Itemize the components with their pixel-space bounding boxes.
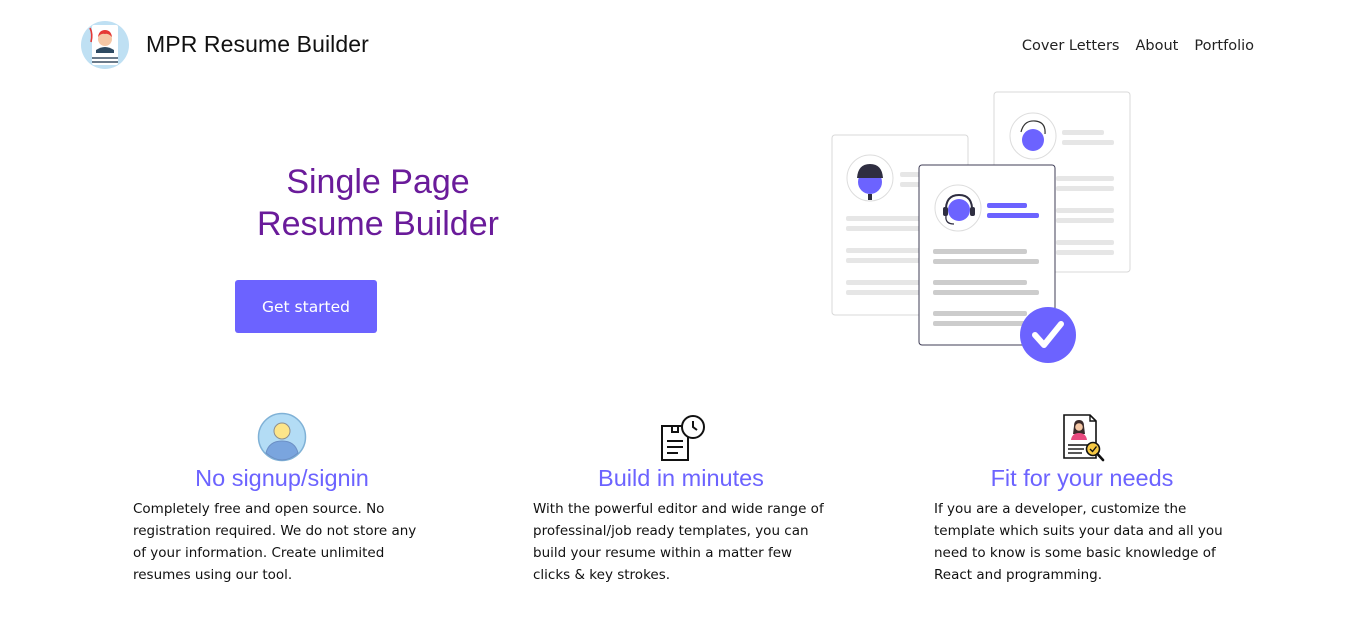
- brand-title[interactable]: MPR Resume Builder: [146, 31, 369, 57]
- resume-magnifier-icon: [1063, 414, 1105, 462]
- nav-link-cover-letters[interactable]: Cover Letters: [1021, 38, 1120, 54]
- resumes-illustration: [831, 91, 1131, 363]
- feature-title: Build in minutes: [598, 465, 764, 491]
- nav-link-portfolio[interactable]: Portfolio: [1194, 38, 1254, 54]
- top-nav: Cover Letters About Portfolio: [1022, 38, 1254, 54]
- logo-icon[interactable]: [80, 20, 130, 70]
- resume-card-front: [918, 164, 1056, 346]
- feature-description: Completely free and open source. No regi…: [133, 501, 417, 583]
- feature-title: No signup/signin: [195, 465, 369, 491]
- get-started-button[interactable]: Get started: [235, 280, 377, 333]
- nav-link-about[interactable]: About: [1135, 38, 1179, 54]
- hero-title-line-2: Resume Builder: [257, 205, 499, 243]
- feature-description: With the powerful editor and wide range …: [533, 501, 824, 583]
- hero-title-line-1: Single Page: [286, 163, 470, 201]
- feature-description: If you are a developer, customize the te…: [934, 501, 1223, 583]
- feature-build-in-minutes: Build in minutes With the powerful edito…: [531, 412, 831, 586]
- check-badge-icon: [1020, 307, 1076, 363]
- feature-title: Fit for your needs: [990, 465, 1174, 491]
- feature-fit-for-needs: Fit for your needs If you are a develope…: [932, 412, 1232, 586]
- document-clock-icon: [661, 415, 705, 461]
- hero-title: Single Page Resume Builder: [238, 161, 518, 245]
- user-avatar-icon: [257, 412, 307, 462]
- feature-no-signup: No signup/signin Completely free and ope…: [131, 412, 431, 586]
